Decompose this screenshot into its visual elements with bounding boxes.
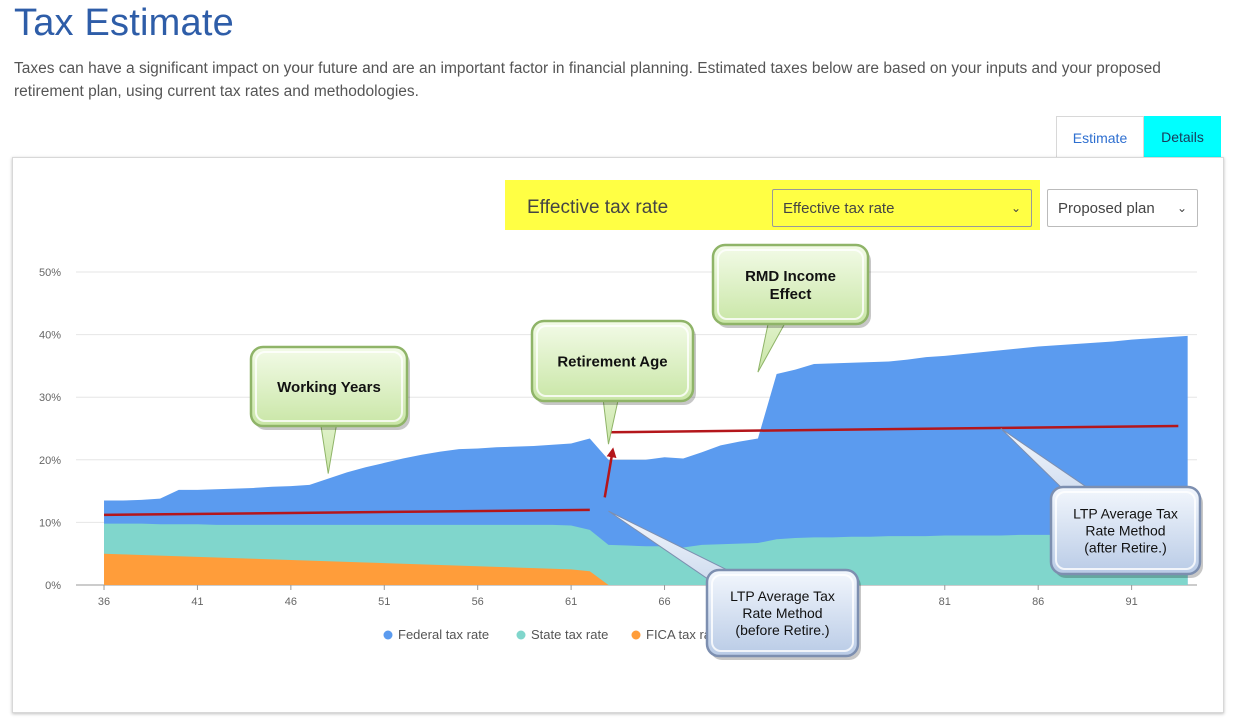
callout-box — [530, 319, 695, 403]
callout-text: (before Retire.) — [735, 622, 829, 638]
legend-label: Federal tax rate — [398, 627, 489, 642]
y-tick-label: 30% — [39, 392, 61, 404]
x-tick-label: 56 — [472, 596, 484, 608]
x-tick-label: 51 — [378, 596, 390, 608]
callout-box — [249, 345, 409, 428]
chevron-down-icon: ⌄ — [1010, 201, 1021, 215]
avg-line-after-retire — [608, 424, 1179, 434]
callout-inner-glow — [717, 249, 864, 320]
plan-select[interactable]: Proposed plan ⌄ — [1047, 189, 1198, 227]
callout-inner-glow — [1055, 491, 1196, 570]
page-title: Tax Estimate — [14, 2, 234, 44]
callout-working-years: Working Years — [249, 345, 410, 474]
x-tick-label: 61 — [565, 596, 577, 608]
tab-details[interactable]: Details — [1144, 116, 1221, 158]
x-tick-label: 81 — [939, 596, 951, 608]
plan-select-value: Proposed plan — [1058, 199, 1155, 217]
callout-inner-glow — [711, 574, 854, 652]
metric-label: Effective tax rate — [527, 197, 669, 218]
y-tick-label: 50% — [39, 267, 61, 279]
callout-inner-glow — [536, 325, 689, 397]
x-tick-label: 86 — [1032, 596, 1044, 608]
legend-dot — [631, 630, 641, 640]
callout-text: LTP Average Tax — [730, 588, 835, 604]
avg-line-before-retire — [104, 508, 590, 517]
tab-estimate[interactable]: Estimate — [1056, 116, 1144, 158]
y-tick-label: 20% — [39, 455, 61, 467]
legend-label: State tax rate — [531, 627, 608, 642]
legend-item: FICA tax rate — [631, 627, 722, 642]
callout-retirement-age: Retirement Age — [530, 319, 696, 445]
metric-select-value: Effective tax rate — [783, 199, 895, 217]
callout-text: Effect — [770, 286, 812, 303]
legend-item: Federal tax rate — [383, 627, 489, 642]
callout-box — [1049, 485, 1202, 576]
y-tick-label: 40% — [39, 330, 61, 342]
callout-text: Working Years — [277, 379, 381, 396]
x-tick-label: 41 — [191, 596, 203, 608]
callout-text: (after Retire.) — [1084, 539, 1166, 555]
view-tabs: Estimate Details — [1056, 116, 1221, 158]
metric-select[interactable]: Effective tax rate ⌄ — [772, 189, 1032, 227]
callout-box — [711, 243, 870, 326]
x-tick-label: 91 — [1125, 596, 1137, 608]
legend-dot — [383, 630, 393, 640]
x-tick-label: 46 — [285, 596, 297, 608]
callout-box — [705, 568, 860, 658]
y-tick-label: 10% — [39, 517, 61, 529]
chevron-down-icon: ⌄ — [1176, 201, 1187, 215]
legend-item: State tax rate — [516, 627, 608, 642]
federal-area — [104, 335, 1188, 585]
y-tick-label: 0% — [45, 580, 61, 592]
legend-label: FICA tax rate — [646, 627, 722, 642]
legend-dot — [516, 630, 526, 640]
fica-area — [104, 553, 1188, 585]
retirement-arrow — [603, 447, 617, 498]
callout-text: LTP Average Tax — [1073, 505, 1178, 521]
callout-text: RMD Income — [745, 268, 836, 285]
callout-text: Retirement Age — [557, 353, 667, 370]
x-tick-label: 66 — [658, 596, 670, 608]
callout-inner-glow — [255, 351, 403, 422]
callout-text: Rate Method — [1085, 522, 1165, 538]
callout-text: Rate Method — [742, 605, 822, 621]
intro-text: Taxes can have a significant impact on y… — [14, 60, 1161, 100]
x-tick-label: 36 — [98, 596, 110, 608]
